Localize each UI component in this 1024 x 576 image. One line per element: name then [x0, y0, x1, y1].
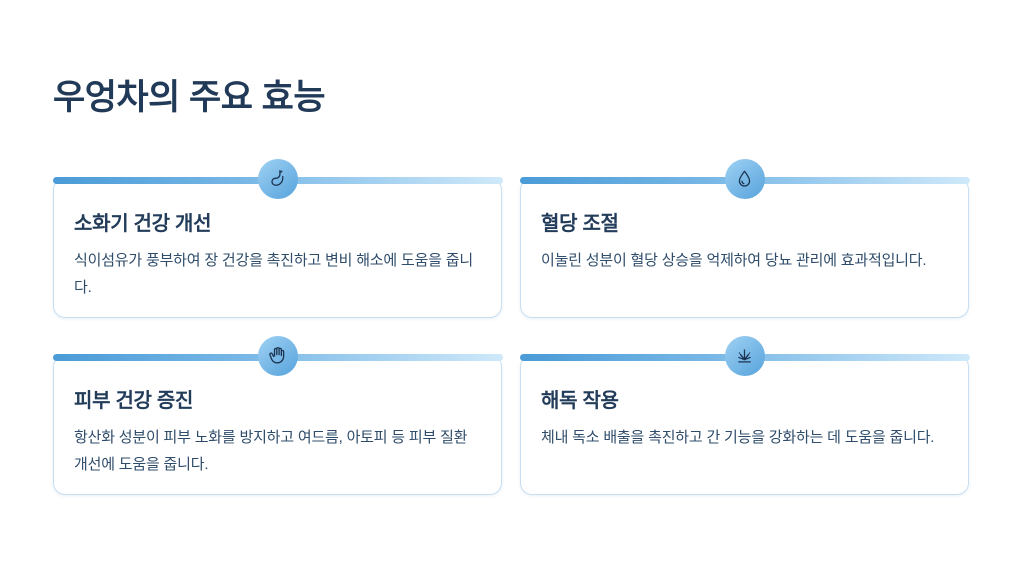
card-title: 소화기 건강 개선	[74, 212, 212, 235]
card-description: 이눌린 성분이 혈당 상승을 억제하여 당뇨 관리에 효과적입니다.	[541, 251, 927, 269]
card-description: 항산화 성분이 피부 노화를 방지하고 여드름, 아토피 등 피부 질환 개선에…	[74, 428, 468, 473]
benefits-grid: 소화기 건강 개선 식이섬유가 풍부하여 장 건강을 촉진하고 변비 해소에 도…	[52, 158, 970, 495]
card-title: 혈당 조절	[541, 212, 619, 235]
burst-icon	[724, 335, 765, 376]
card-description: 체내 독소 배출을 촉진하고 간 기능을 강화하는 데 도움을 줍니다.	[541, 428, 935, 446]
benefit-card-digestive: 소화기 건강 개선 식이섬유가 풍부하여 장 건강을 촉진하고 변비 해소에 도…	[52, 158, 503, 318]
card-title: 해독 작용	[541, 389, 619, 412]
card-description: 식이섬유가 풍부하여 장 건강을 촉진하고 변비 해소에 도움을 줍니다.	[74, 251, 473, 296]
card-title: 피부 건강 증진	[74, 389, 194, 412]
droplet-icon	[724, 158, 765, 199]
benefit-card-detox: 해독 작용 체내 독소 배출을 촉진하고 간 기능을 강화하는 데 도움을 줍니…	[519, 335, 970, 495]
page-title: 우엉차의 주요 효능	[53, 78, 326, 117]
benefit-card-blood-sugar: 혈당 조절 이눌린 성분이 혈당 상승을 억제하여 당뇨 관리에 효과적입니다.	[519, 158, 970, 318]
stomach-icon	[257, 158, 298, 199]
hand-icon	[257, 335, 298, 376]
benefit-card-skin: 피부 건강 증진 항산화 성분이 피부 노화를 방지하고 여드름, 아토피 등 …	[52, 335, 503, 495]
